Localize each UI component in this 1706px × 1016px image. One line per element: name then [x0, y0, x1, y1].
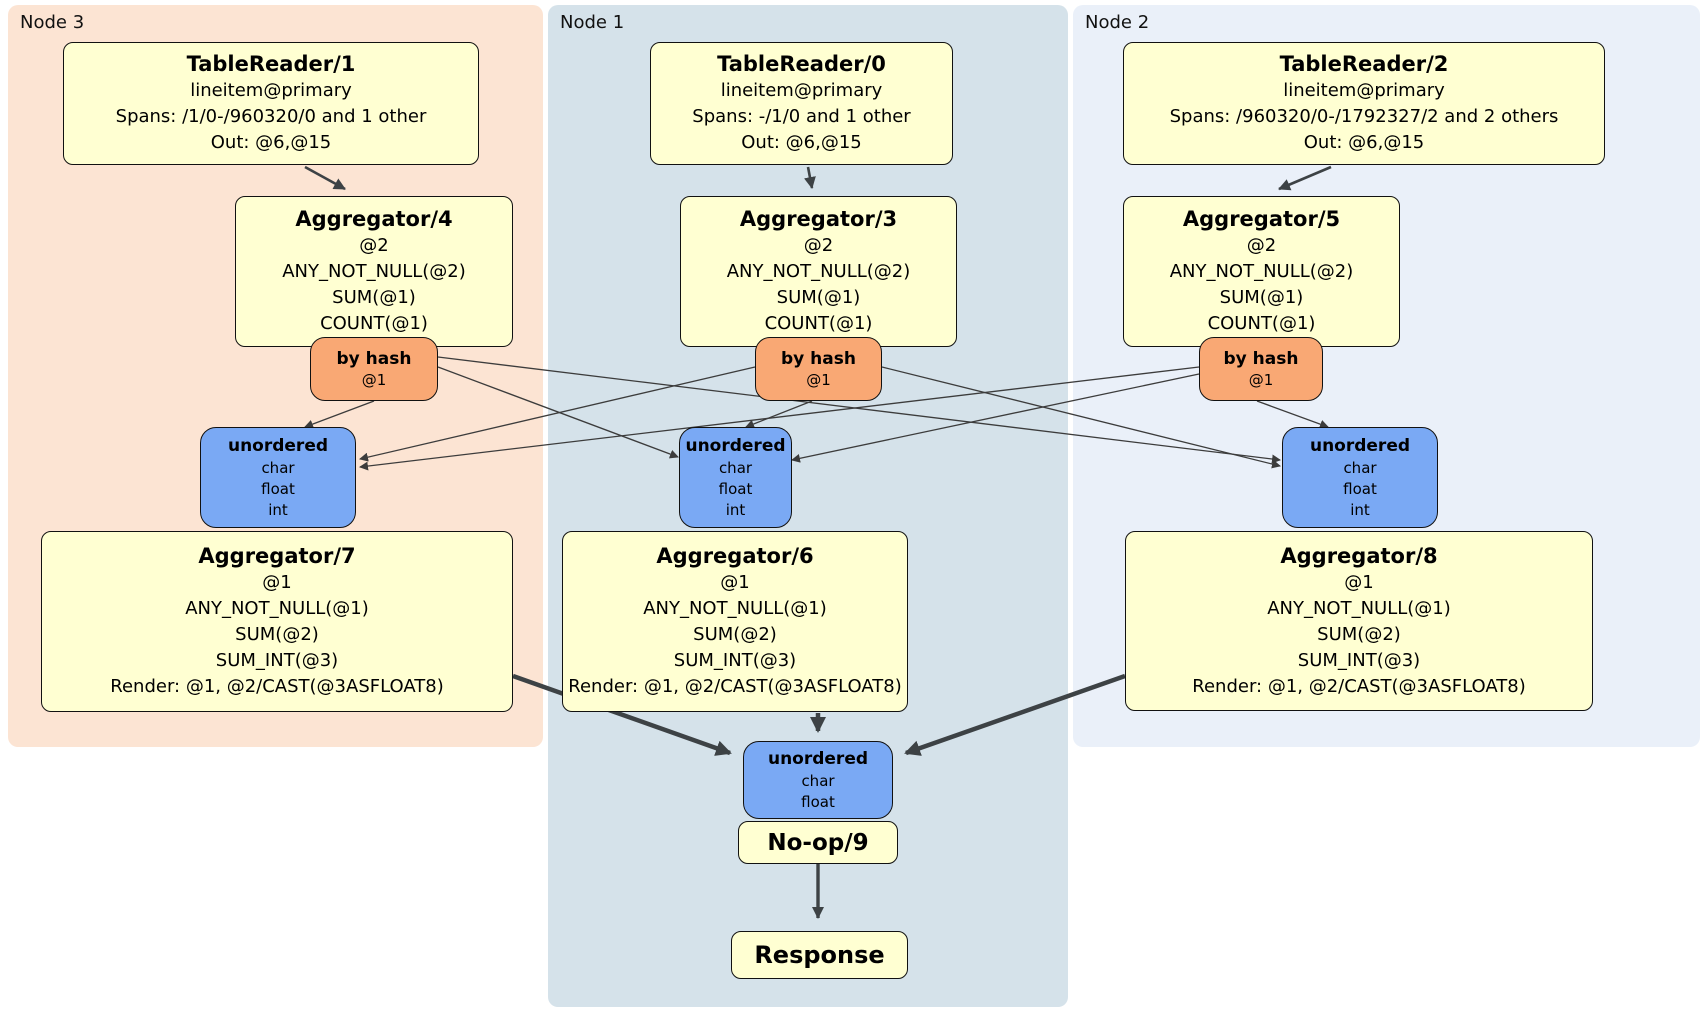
sync-type: char — [1343, 459, 1377, 477]
processor-title: No-op/9 — [767, 829, 869, 856]
render-line: Render: @1, @2/CAST(@3ASFLOAT8) — [568, 676, 902, 697]
node1-label: Node 1 — [560, 12, 625, 33]
group-line: @2 — [359, 235, 389, 256]
expr-line: ANY_NOT_NULL(@2) — [1169, 261, 1354, 282]
processor-title: TableReader/1 — [186, 52, 356, 76]
sync-type: int — [268, 501, 288, 519]
hash-router-node1: by hash @1 — [755, 337, 882, 401]
processor-title: Aggregator/3 — [739, 207, 898, 231]
router-title: by hash — [781, 349, 856, 369]
sync-type: char — [718, 459, 753, 477]
sync-type: int — [1350, 501, 1370, 519]
sync-title: unordered — [767, 749, 869, 769]
expr-line: COUNT(@1) — [1207, 313, 1316, 334]
spans-line: Spans: /1/0-/960320/0 and 1 other — [115, 106, 427, 127]
aggregator-3-box: Aggregator/3 @2 ANY_NOT_NULL(@2) SUM(@1)… — [680, 196, 957, 347]
unordered-sync-node1: unordered char float int — [679, 427, 792, 528]
hash-router-node2: by hash @1 — [1199, 337, 1323, 401]
processor-title: Aggregator/4 — [295, 207, 453, 231]
sync-type: float — [1343, 480, 1377, 498]
render-line: Render: @1, @2/CAST(@3ASFLOAT8) — [110, 676, 444, 697]
group-line: @2 — [1246, 235, 1277, 256]
expr-line: SUM(@2) — [235, 624, 319, 645]
router-key: @1 — [806, 371, 831, 389]
group-line: @1 — [1344, 571, 1374, 593]
out-line: Out: @6,@15 — [1303, 132, 1425, 153]
expr-line: SUM(@2) — [1317, 623, 1401, 645]
sync-title: unordered — [1309, 436, 1411, 456]
response-box: Response — [731, 931, 908, 979]
sync-type: float — [801, 793, 835, 811]
expr-line: SUM(@1) — [1219, 287, 1304, 308]
spans-line: Spans: -/1/0 and 1 other — [692, 106, 911, 127]
spans-line: Spans: /960320/0-/1792327/2 and 2 others — [1169, 106, 1559, 127]
hash-router-node3: by hash @1 — [310, 337, 438, 401]
node3-label: Node 3 — [20, 12, 85, 33]
processor-title: Aggregator/7 — [198, 544, 356, 568]
router-key: @1 — [1248, 371, 1274, 389]
sync-type: float — [718, 480, 753, 498]
expr-line: SUM(@1) — [776, 287, 861, 308]
aggregator-6-box: Aggregator/6 @1 ANY_NOT_NULL(@1) SUM(@2)… — [562, 531, 908, 712]
group-line: @1 — [262, 572, 292, 593]
aggregator-8-box: Aggregator/8 @1 ANY_NOT_NULL(@1) SUM(@2)… — [1125, 531, 1593, 711]
table-reader-1-box: TableReader/1 lineitem@primary Spans: /1… — [63, 42, 479, 165]
out-line: Out: @6,@15 — [741, 132, 862, 153]
noop-box: No-op/9 — [738, 821, 898, 864]
expr-line: ANY_NOT_NULL(@1) — [643, 598, 827, 619]
router-title: by hash — [1223, 349, 1299, 369]
expr-line: COUNT(@1) — [764, 313, 873, 334]
sync-type: int — [725, 501, 746, 519]
expr-line: ANY_NOT_NULL(@1) — [1267, 597, 1451, 619]
out-line: Out: @6,@15 — [210, 132, 332, 153]
index-line: lineitem@primary — [190, 80, 352, 101]
sync-title: unordered — [227, 436, 329, 456]
router-key: @1 — [361, 371, 387, 389]
expr-line: SUM_INT(@3) — [1297, 649, 1421, 671]
expr-line: ANY_NOT_NULL(@2) — [282, 261, 466, 282]
expr-line: SUM_INT(@3) — [215, 650, 339, 671]
aggregator-4-box: Aggregator/4 @2 ANY_NOT_NULL(@2) SUM(@1)… — [235, 196, 513, 347]
sync-type: char — [261, 459, 295, 477]
processor-title: Aggregator/6 — [656, 544, 814, 568]
sync-type: float — [261, 480, 295, 498]
group-line: @2 — [803, 235, 834, 256]
sync-type: char — [801, 772, 835, 790]
unordered-sync-final: unordered char float — [743, 741, 893, 819]
node2-label: Node 2 — [1085, 12, 1150, 33]
table-reader-2-box: TableReader/2 lineitem@primary Spans: /9… — [1123, 42, 1605, 165]
expr-line: ANY_NOT_NULL(@1) — [185, 598, 369, 619]
response-title: Response — [754, 941, 885, 969]
processor-title: TableReader/0 — [717, 52, 886, 76]
expr-line: SUM_INT(@3) — [673, 650, 797, 671]
processor-title: TableReader/2 — [1279, 52, 1449, 76]
sync-title: unordered — [685, 436, 786, 456]
aggregator-7-box: Aggregator/7 @1 ANY_NOT_NULL(@1) SUM(@2)… — [41, 531, 513, 712]
table-reader-0-box: TableReader/0 lineitem@primary Spans: -/… — [650, 42, 953, 165]
expr-line: SUM(@2) — [693, 624, 777, 645]
index-line: lineitem@primary — [720, 80, 883, 101]
render-line: Render: @1, @2/CAST(@3ASFLOAT8) — [1192, 675, 1526, 697]
expr-line: ANY_NOT_NULL(@2) — [726, 261, 911, 282]
group-line: @1 — [720, 572, 750, 593]
router-title: by hash — [336, 349, 412, 369]
index-line: lineitem@primary — [1283, 80, 1445, 101]
expr-line: SUM(@1) — [332, 287, 416, 308]
unordered-sync-node3: unordered char float int — [200, 427, 356, 528]
processor-title: Aggregator/8 — [1280, 543, 1438, 568]
processor-title: Aggregator/5 — [1182, 207, 1341, 231]
aggregator-5-box: Aggregator/5 @2 ANY_NOT_NULL(@2) SUM(@1)… — [1123, 196, 1400, 347]
expr-line: COUNT(@1) — [320, 313, 428, 334]
unordered-sync-node2: unordered char float int — [1282, 427, 1438, 528]
